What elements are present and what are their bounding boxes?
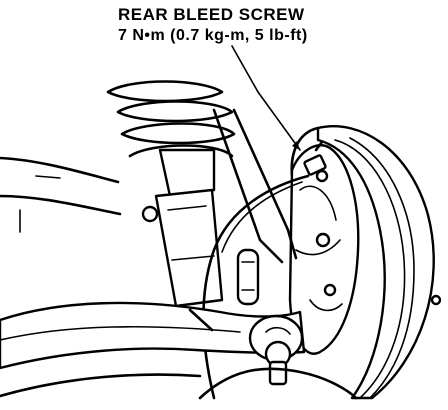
strut: [141, 108, 298, 308]
callout-title: REAR BLEED SCREW: [118, 5, 305, 24]
ball-joint: [248, 314, 304, 386]
stabilizer-link: [236, 248, 260, 306]
lower-arm-sweep: [198, 367, 358, 400]
coil-spring: [106, 80, 236, 158]
callout-leader-arrow: [292, 141, 300, 150]
rear-bleed-screw: [303, 140, 329, 183]
caliper-body: [288, 144, 360, 355]
brake-hose-inner: [221, 181, 303, 253]
torque-specification: 7 N•m (0.7 kg-m, 5 lb-ft): [118, 27, 308, 44]
brake-drum: [290, 125, 442, 400]
callout-leader-line: [231, 45, 301, 151]
lower-control-arm: [0, 301, 306, 398]
upper-frame: [0, 156, 122, 233]
